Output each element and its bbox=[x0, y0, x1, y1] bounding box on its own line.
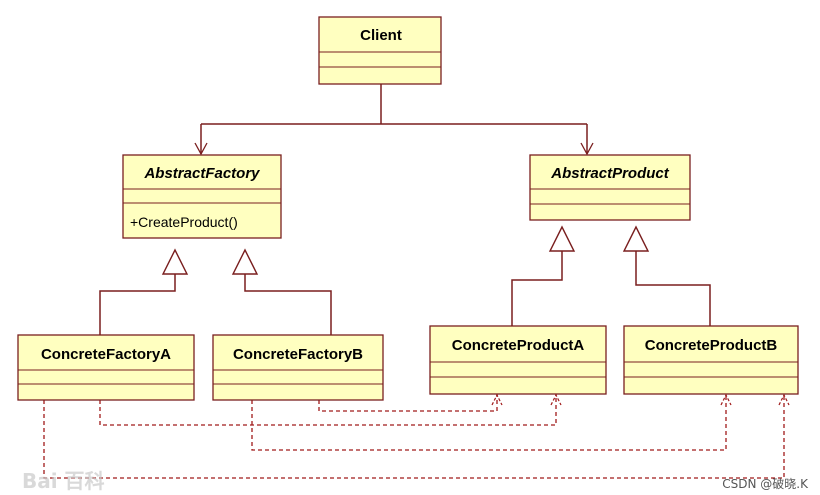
association-client-abstracts bbox=[194, 84, 594, 156]
class-concrete-factory-b: ConcreteFactoryB bbox=[212, 334, 384, 401]
inheritance-triangle-product-b bbox=[622, 225, 650, 252]
inheritance-triangle-product-a bbox=[548, 225, 576, 252]
inheritance-triangle-factory-b bbox=[231, 248, 259, 275]
generalization-factories bbox=[99, 248, 332, 335]
dependency-lines bbox=[43, 393, 790, 479]
dependency-arrowhead bbox=[720, 393, 732, 406]
class-name: AbstractFactory bbox=[143, 165, 260, 182]
class-abstract-product: AbstractProduct bbox=[529, 154, 691, 221]
arrowhead-to-abstract-factory bbox=[194, 142, 208, 156]
class-name: Client bbox=[360, 27, 402, 44]
generalization-products bbox=[511, 225, 711, 326]
class-concrete-product-b: ConcreteProductB bbox=[623, 325, 799, 395]
dependency-arrowhead bbox=[550, 393, 562, 406]
class-name: ConcreteProductA bbox=[452, 337, 585, 354]
class-client: Client bbox=[318, 16, 442, 85]
dependency-arrowhead bbox=[778, 393, 790, 406]
class-concrete-factory-a: ConcreteFactoryA bbox=[17, 334, 195, 401]
operation-create-product: +CreateProduct() bbox=[130, 214, 238, 230]
class-name: ConcreteProductB bbox=[645, 337, 778, 354]
baidu-watermark-logo: Bai 百科 bbox=[22, 469, 105, 493]
csdn-credit-watermark: CSDN @破晓.K bbox=[722, 476, 809, 491]
class-name: ConcreteFactoryA bbox=[41, 346, 171, 363]
arrowhead-to-abstract-product bbox=[580, 142, 594, 156]
class-abstract-factory: AbstractFactory +CreateProduct() bbox=[122, 154, 282, 239]
class-name: AbstractProduct bbox=[550, 165, 670, 182]
class-name: ConcreteFactoryB bbox=[233, 346, 363, 363]
class-concrete-product-a: ConcreteProductA bbox=[429, 325, 607, 395]
dependency-arrowhead bbox=[491, 393, 503, 406]
inheritance-triangle-factory-a bbox=[161, 248, 189, 275]
